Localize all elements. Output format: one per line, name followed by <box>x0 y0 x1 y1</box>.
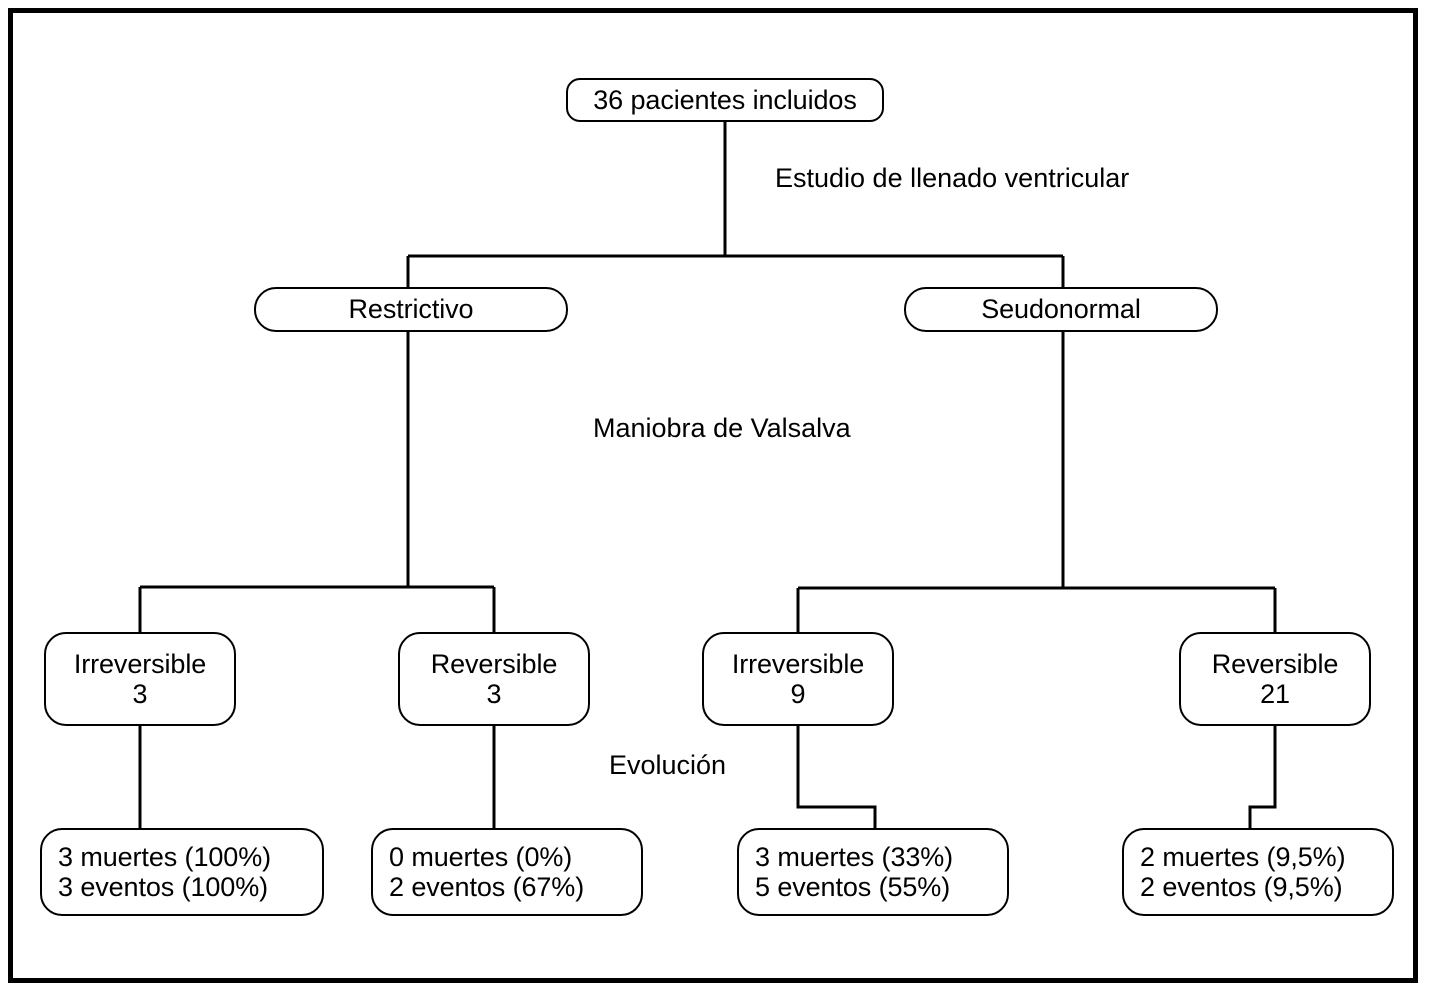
node-outcome-seudonormal-irreversible-line-1: 3 muertes (33%) <box>755 841 954 872</box>
edge-to-outcome-seudonormal-irreversible <box>796 726 877 828</box>
node-outcome-seudonormal-reversible-line-1: 2 muertes (9,5%) <box>1140 841 1346 872</box>
node-restrictivo[interactable]: Restrictivo <box>254 287 568 332</box>
node-outcome-seudonormal-reversible[interactable]: 2 muertes (9,5%) 2 eventos (9,5%) <box>1122 828 1394 916</box>
node-outcome-seudonormal-irreversible[interactable]: 3 muertes (33%) 5 eventos (55%) <box>737 828 1009 916</box>
node-outcome-restrictivo-reversible-line-1: 0 muertes (0%) <box>389 841 573 872</box>
node-seudonormal-irreversible[interactable]: Irreversible 9 <box>702 632 894 726</box>
node-seudonormal-line-1: Seudonormal <box>981 294 1141 325</box>
node-seudonormal-reversible-line-2: 21 <box>1260 679 1290 709</box>
figure-border <box>8 8 1418 983</box>
node-restrictivo-irreversible[interactable]: Irreversible 3 <box>44 632 236 726</box>
node-outcome-seudonormal-reversible-line-2: 2 eventos (9,5%) <box>1140 872 1343 902</box>
node-root[interactable]: 36 pacientes incluidos <box>566 78 884 122</box>
edge-label-maniobra-valsalva: Maniobra de Valsalva <box>593 413 851 443</box>
node-seudonormal-reversible-line-1: Reversible <box>1211 648 1339 679</box>
edge-to-outcome-seudonormal-reversible <box>1248 726 1277 828</box>
node-outcome-restrictivo-irreversible[interactable]: 3 muertes (100%) 3 eventos (100%) <box>40 828 324 916</box>
node-restrictivo-reversible[interactable]: Reversible 3 <box>398 632 590 726</box>
node-root-line-1: 36 pacientes incluidos <box>593 84 857 115</box>
edge-label-llenado-ventricular: Estudio de llenado ventricular <box>775 163 1130 193</box>
node-outcome-seudonormal-irreversible-line-2: 5 eventos (55%) <box>755 872 951 902</box>
node-outcome-restrictivo-irreversible-line-1: 3 muertes (100%) <box>58 841 271 872</box>
node-seudonormal[interactable]: Seudonormal <box>904 287 1218 332</box>
node-restrictivo-irreversible-line-1: Irreversible <box>73 648 207 679</box>
node-restrictivo-reversible-line-2: 3 <box>486 679 502 709</box>
node-restrictivo-irreversible-line-2: 3 <box>132 679 148 709</box>
node-seudonormal-irreversible-line-1: Irreversible <box>731 648 865 679</box>
node-seudonormal-reversible[interactable]: Reversible 21 <box>1179 632 1371 726</box>
node-seudonormal-irreversible-line-2: 9 <box>790 679 806 709</box>
node-outcome-restrictivo-reversible[interactable]: 0 muertes (0%) 2 eventos (67%) <box>371 828 643 916</box>
node-restrictivo-reversible-line-1: Reversible <box>430 648 558 679</box>
edge-label-evolucion: Evolución <box>609 750 727 780</box>
node-outcome-restrictivo-reversible-line-2: 2 eventos (67%) <box>389 872 585 902</box>
node-restrictivo-line-1: Restrictivo <box>348 294 474 325</box>
node-outcome-restrictivo-irreversible-line-2: 3 eventos (100%) <box>58 872 269 902</box>
